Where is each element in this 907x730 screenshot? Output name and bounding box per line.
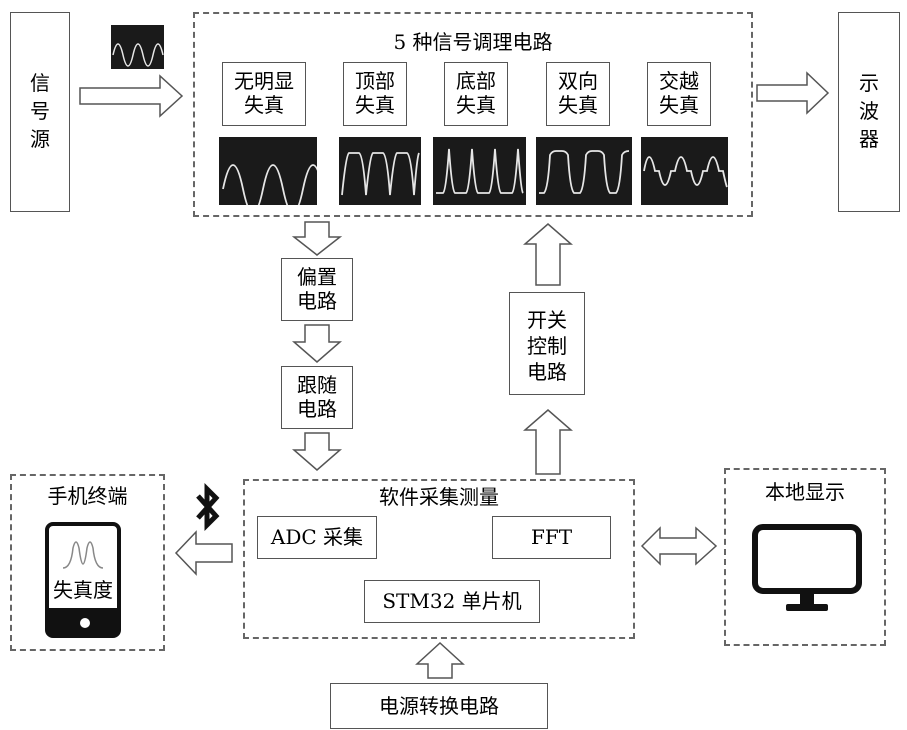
circuit-crossover-distortion: 交越 失真	[647, 62, 711, 126]
adc-box: ADC 采集	[257, 516, 377, 559]
circuit-top-distortion: 顶部 失真	[343, 62, 407, 126]
phone-screen-text: 失真度	[53, 578, 113, 602]
waveform-crossover-distortion	[641, 137, 728, 205]
circuit-crossover-distortion-label: 交越 失真	[659, 69, 699, 117]
circuit-no-distortion-label: 无明显 失真	[234, 69, 294, 117]
adc-label: ADC 采集	[270, 525, 364, 549]
circuit-bidirectional-distortion: 双向 失真	[546, 62, 610, 126]
fft-box: FFT	[492, 516, 611, 559]
arrow-bias-to-follower	[291, 324, 343, 363]
switch-control-box: 开关 控制 电路	[509, 292, 585, 395]
arrow-software-to-phone	[174, 530, 233, 576]
oscilloscope-label: 示 波 器	[859, 71, 879, 151]
input-waveform-thumbnail	[111, 25, 164, 69]
signal-source-box: 信 号 源	[10, 12, 70, 212]
arrow-switch-to-conditioning	[522, 223, 574, 286]
mcu-box: STM32 单片机	[364, 580, 540, 623]
arrow-follower-to-software	[291, 432, 343, 471]
conditioning-title: 5 种信号调理电路	[393, 30, 553, 54]
circuit-bottom-distortion-label: 底部 失真	[456, 69, 496, 117]
arrow-source-to-conditioning	[79, 74, 184, 118]
bias-circuit-box: 偏置 电路	[281, 258, 353, 321]
circuit-bidirectional-distortion-label: 双向 失真	[558, 69, 598, 117]
waveform-bottom-distortion	[433, 137, 526, 205]
monitor-icon	[752, 524, 862, 611]
follower-circuit-label: 跟随 电路	[297, 373, 337, 421]
circuit-bottom-distortion: 底部 失真	[444, 62, 508, 126]
input-sine-wave	[112, 43, 164, 67]
circuit-no-distortion: 无明显 失真	[222, 62, 306, 126]
arrow-power-to-software	[415, 641, 465, 679]
follower-circuit-box: 跟随 电路	[281, 366, 353, 429]
power-conversion-box: 电源转换电路	[330, 683, 548, 729]
phone-waveform	[62, 541, 104, 569]
bluetooth-icon	[196, 482, 220, 532]
waveform-top-distortion	[339, 137, 421, 205]
signal-source-label: 信 号 源	[30, 71, 50, 151]
arrow-conditioning-to-oscilloscope	[756, 71, 830, 115]
phone-icon: 失真度	[45, 522, 121, 638]
fft-label: FFT	[530, 525, 573, 549]
waveform-bidirectional-distortion	[536, 137, 632, 205]
arrow-software-to-switch	[522, 409, 574, 475]
oscilloscope-box: 示 波 器	[838, 12, 900, 212]
phone-title: 手机终端	[47, 484, 128, 508]
arrow-conditioning-to-bias	[291, 221, 343, 256]
switch-control-label: 开关 控制 电路	[527, 308, 567, 384]
waveform-no-distortion	[219, 137, 324, 214]
circuit-top-distortion-label: 顶部 失真	[355, 69, 395, 117]
power-conversion-label: 电源转换电路	[379, 694, 499, 718]
mcu-label: STM32 单片机	[382, 589, 522, 613]
local-display-title: 本地显示	[765, 480, 845, 504]
bias-circuit-label: 偏置 电路	[297, 265, 337, 313]
software-title: 软件采集测量	[379, 485, 499, 509]
arrow-software-local-display	[640, 526, 718, 566]
